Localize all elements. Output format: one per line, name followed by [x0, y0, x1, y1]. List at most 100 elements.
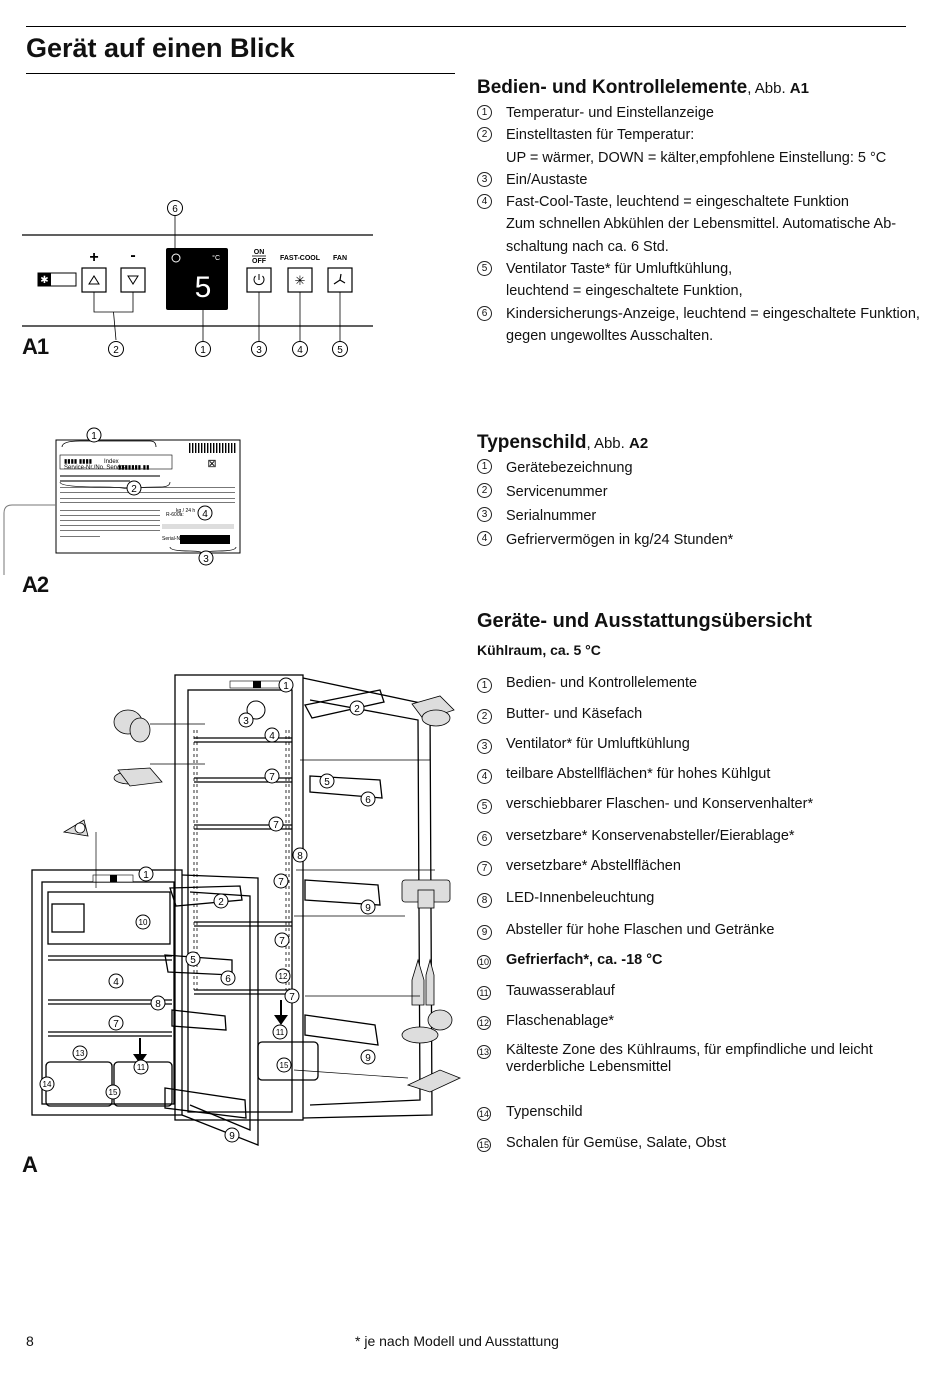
- svg-text:5: 5: [324, 777, 330, 788]
- item-text: Absteller für hohe Flaschen und Getränke: [506, 922, 775, 938]
- list-item: 6 Kindersicherungs-Anzeige, leuchtend = e…: [477, 303, 932, 325]
- list-item: 11 Tauwasserablauf: [477, 983, 946, 1000]
- svg-text:4: 4: [202, 509, 208, 520]
- callout-15: 15: [276, 1057, 292, 1073]
- fastcool-label: FAST-COOL: [280, 255, 321, 262]
- on-label: ON: [254, 249, 265, 256]
- svg-text:3: 3: [256, 345, 262, 356]
- svg-text:14: 14: [43, 1080, 52, 1089]
- list-item: gegen ungewolltes Ausschalten.: [477, 325, 932, 347]
- svg-text:9: 9: [365, 1053, 371, 1064]
- item-number-badge: 13: [477, 1045, 491, 1059]
- down-button[interactable]: [120, 267, 146, 293]
- svg-text:10: 10: [139, 918, 148, 927]
- svg-text:2: 2: [131, 484, 137, 495]
- food-illustrations: [62, 695, 462, 1093]
- list-item: 1 Temperatur- und Einstellanzeige: [477, 102, 932, 124]
- callout-1: 1: [138, 866, 154, 882]
- item-number-badge: 3: [477, 739, 492, 754]
- callout-11: 11: [133, 1059, 149, 1075]
- page-number: 8: [26, 1333, 34, 1349]
- control-panel-figure: ✱ + - °C 5 ON OFF FAST-COOL ✳ FAN: [22, 200, 373, 357]
- callout-5: 5: [332, 341, 348, 357]
- item-number-badge: 4: [477, 531, 492, 546]
- list-item: 4 Gefriervermögen in kg/24 Stunden*: [477, 528, 733, 552]
- callout-2: 2: [349, 700, 365, 716]
- item-text: Tauwasserablauf: [506, 983, 615, 999]
- section-a-subtitle: Kühlraum, ca. 5 °C: [477, 642, 601, 658]
- kg-label: kg / 24 h: [176, 508, 195, 514]
- svg-text:1: 1: [91, 431, 97, 442]
- item-number-badge: 6: [477, 305, 492, 321]
- svg-text:12: 12: [279, 972, 288, 981]
- item-number-badge: 5: [477, 261, 492, 277]
- svg-text:7: 7: [269, 772, 275, 783]
- callout-2: 2: [213, 893, 229, 909]
- section-a2-ref-prefix: , Abb.: [586, 435, 629, 452]
- item-number-badge: 4: [477, 769, 492, 784]
- fan-button[interactable]: [327, 267, 353, 293]
- down-arrow-icon: [127, 275, 139, 285]
- callout-1: 1: [86, 427, 102, 443]
- item-number-badge: 2: [477, 709, 492, 724]
- power-button[interactable]: [246, 267, 272, 293]
- service-label: Service-Nr./No. Service: [64, 465, 127, 471]
- callout-7: 7: [284, 988, 300, 1004]
- list-item: UP = wärmer, DOWN = kälter,empfohlene Ei…: [477, 147, 932, 169]
- svg-text:1: 1: [143, 870, 149, 881]
- item-text: Flaschenablage*: [506, 1013, 615, 1029]
- callout-4: 4: [292, 341, 308, 357]
- callout-2: 2: [108, 341, 124, 357]
- item-text: Ventilator Taste* für Umluftkühlung,: [506, 261, 733, 278]
- callout-4: 4: [197, 505, 213, 521]
- item-text: Zum schnellen Abkühlen der Lebensmittel.…: [506, 216, 897, 233]
- svg-text:2: 2: [218, 897, 224, 908]
- svg-text:5: 5: [190, 955, 196, 966]
- figure-a1-label: A1: [22, 334, 49, 359]
- item-text: Temperatur- und Einstellanzeige: [506, 105, 714, 121]
- list-item: leuchtend = eingeschaltete Funktion,: [477, 280, 932, 302]
- callout-6: 6: [360, 791, 376, 807]
- plus-label: +: [89, 249, 98, 266]
- title-underline: [26, 73, 455, 74]
- item-number-badge: 4: [477, 194, 492, 210]
- svg-text:4: 4: [269, 731, 275, 742]
- callout-8: 8: [150, 995, 166, 1011]
- callout-6: 6: [220, 970, 236, 986]
- power-icon: [253, 274, 265, 285]
- item-text: versetzbare* Abstellflächen: [506, 858, 681, 874]
- item-text: gegen ungewolltes Ausschalten.: [506, 327, 714, 344]
- section-a2-title: Typenschild, Abb. A2: [477, 432, 648, 454]
- list-item: 5 Ventilator Taste* für Umluftkühlung,: [477, 258, 932, 280]
- svg-text:7: 7: [289, 992, 295, 1003]
- item-number-badge: 1: [477, 105, 492, 120]
- svg-text:4: 4: [297, 345, 303, 356]
- up-button[interactable]: [81, 267, 107, 293]
- section-a1-ref-prefix: , Abb.: [747, 80, 790, 97]
- item-text: Kindersicherungs-Anzeige, leuchtend = ei…: [506, 305, 920, 322]
- svg-text:6: 6: [172, 204, 178, 215]
- callout-8: 8: [292, 847, 308, 863]
- svg-text:8: 8: [155, 999, 161, 1010]
- section-a2-ref-label: A2: [629, 435, 649, 452]
- svg-text:✱: ✱: [40, 275, 48, 286]
- bin-icon: ⊠: [207, 458, 216, 470]
- callout-9: 9: [360, 899, 376, 915]
- fastcool-icon: ✳: [295, 273, 306, 288]
- fastcool-button[interactable]: ✳: [287, 267, 313, 293]
- item-text: Servicenummer: [506, 484, 608, 500]
- item-text: Gefriervermögen in kg/24 Stunden*: [506, 532, 734, 548]
- snowflake-icon: ✱: [37, 272, 77, 287]
- item-number-badge: 11: [477, 986, 491, 1000]
- list-item: Zum schnellen Abkühlen der Lebensmittel.…: [477, 213, 932, 235]
- item-text: Gefrierfach*, ca. -18 °C: [506, 952, 663, 968]
